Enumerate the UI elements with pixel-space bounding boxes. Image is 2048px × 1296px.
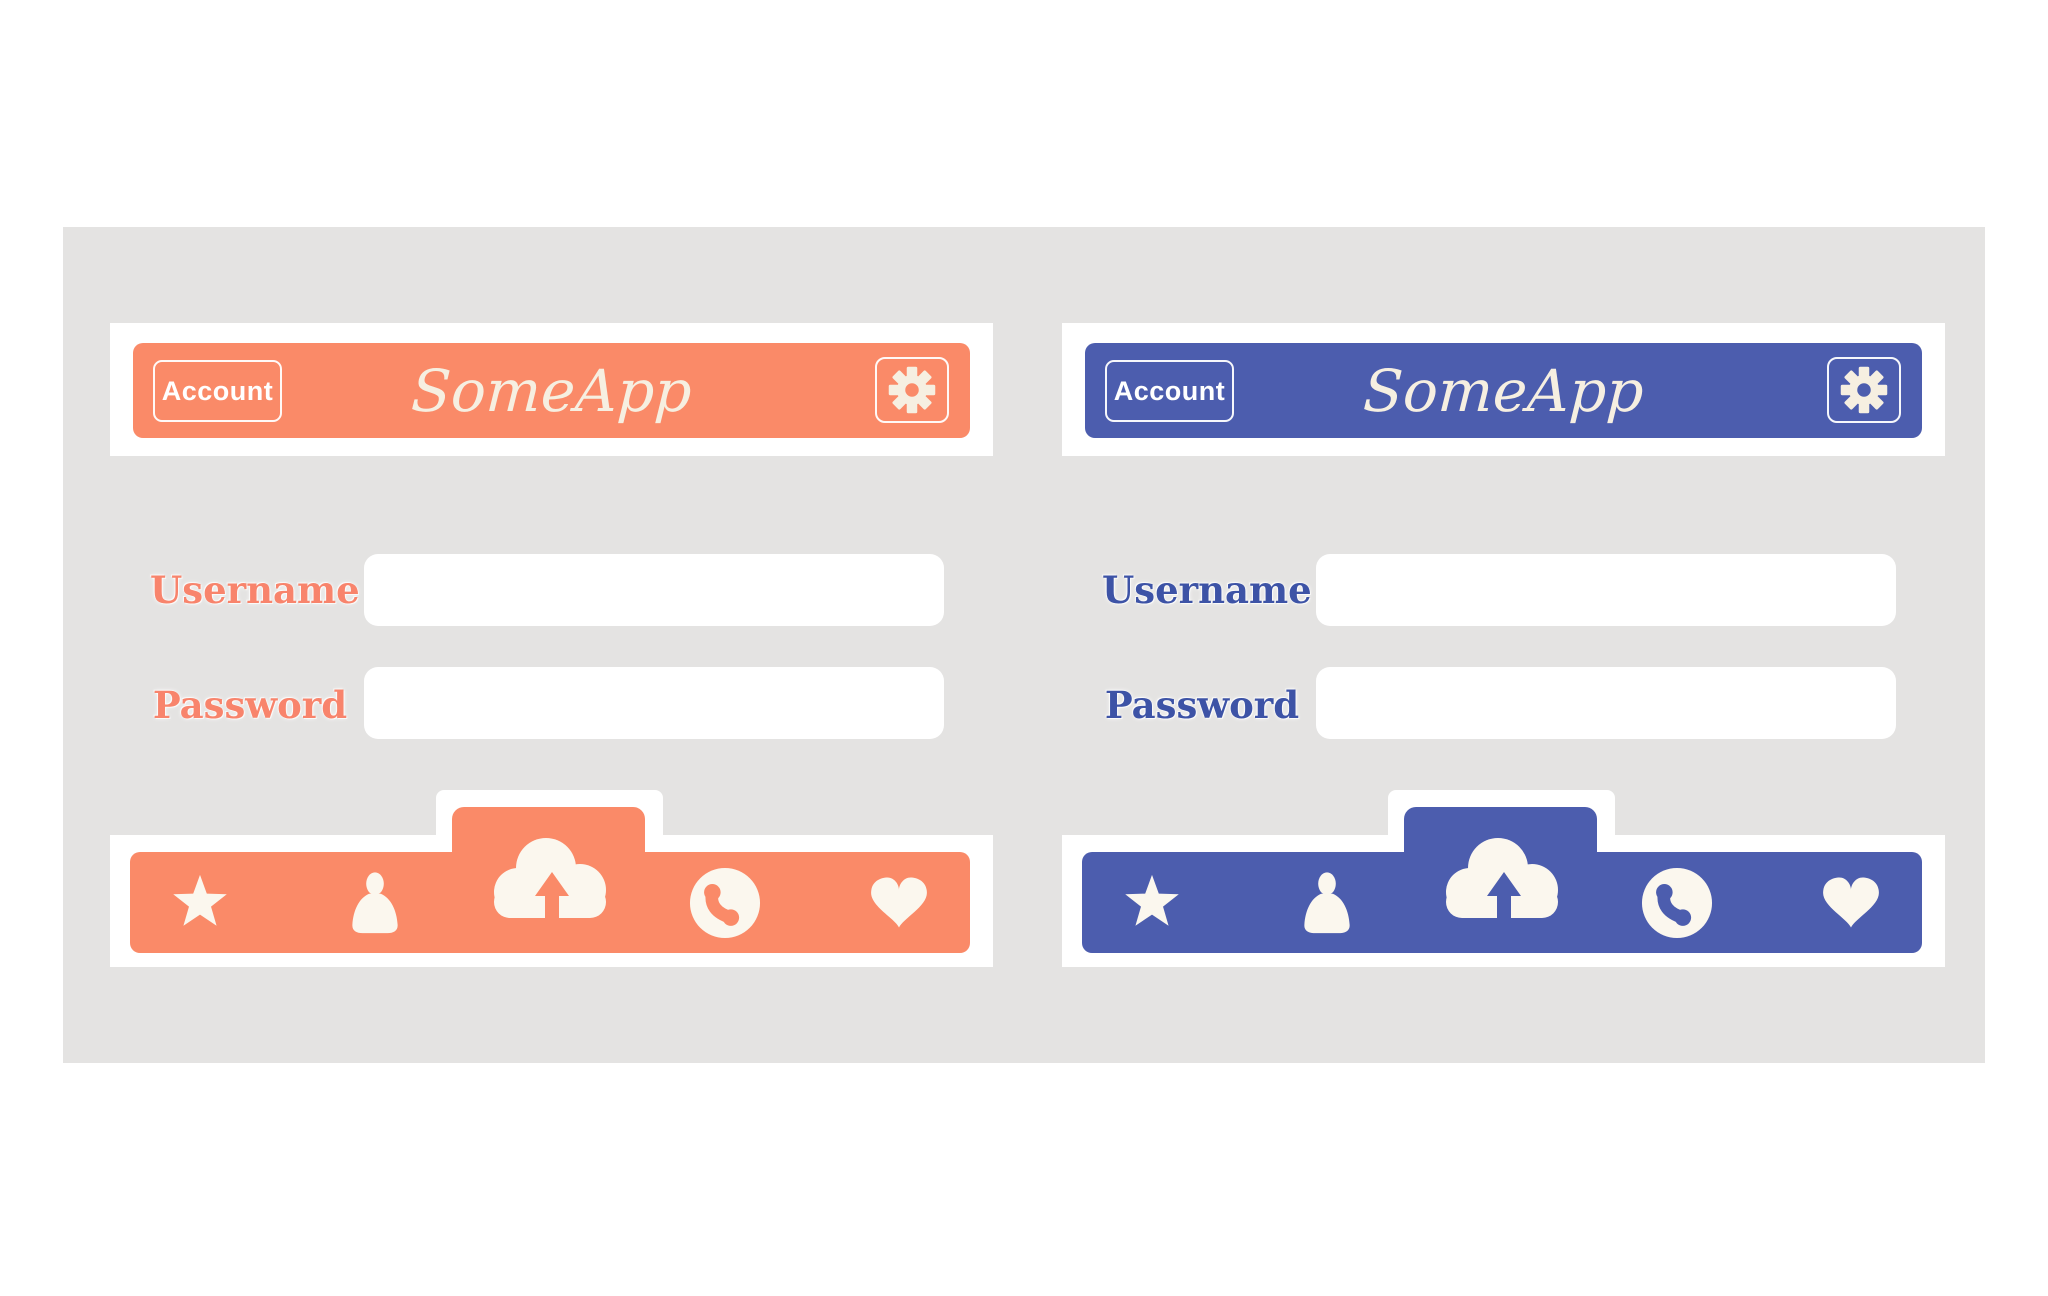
heart-icon[interactable] bbox=[1822, 877, 1880, 929]
header-panel: SomeApp Account bbox=[110, 323, 993, 456]
account-button[interactable]: Account bbox=[153, 360, 282, 422]
account-button[interactable]: Account bbox=[1105, 360, 1234, 422]
username-label: Username bbox=[150, 568, 360, 612]
password-input[interactable] bbox=[1316, 667, 1896, 739]
star-icon[interactable] bbox=[1123, 874, 1181, 932]
heart-icon[interactable] bbox=[870, 877, 928, 929]
header-panel: SomeApp Account bbox=[1062, 323, 1945, 456]
gear-icon bbox=[888, 366, 936, 414]
gear-icon bbox=[1840, 366, 1888, 414]
phone-icon[interactable] bbox=[689, 867, 761, 939]
password-label: Password bbox=[152, 683, 348, 727]
blue-app-mockup: SomeApp Account bbox=[1062, 323, 1945, 967]
orange-app-mockup: SomeApp Account bbox=[110, 323, 993, 967]
settings-button[interactable] bbox=[1827, 357, 1901, 423]
header-bar: SomeApp Account bbox=[133, 343, 970, 438]
password-input[interactable] bbox=[364, 667, 944, 739]
header-bar: SomeApp Account bbox=[1085, 343, 1922, 438]
phone-icon[interactable] bbox=[1641, 867, 1713, 939]
person-icon[interactable] bbox=[1304, 872, 1351, 934]
cloud-upload-icon[interactable] bbox=[1445, 838, 1559, 920]
cloud-upload-icon[interactable] bbox=[493, 838, 607, 920]
username-input[interactable] bbox=[1316, 554, 1896, 626]
password-label: Password bbox=[1104, 683, 1300, 727]
person-icon[interactable] bbox=[352, 872, 399, 934]
username-input[interactable] bbox=[364, 554, 944, 626]
star-icon[interactable] bbox=[171, 874, 229, 932]
settings-button[interactable] bbox=[875, 357, 949, 423]
username-label: Username bbox=[1102, 568, 1312, 612]
